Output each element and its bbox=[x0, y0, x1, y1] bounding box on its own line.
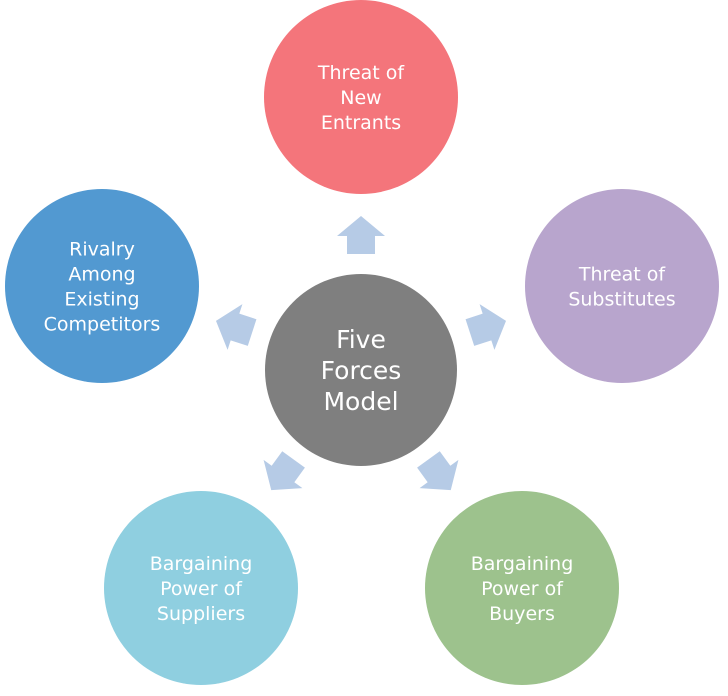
force-label-line: Bargaining bbox=[150, 553, 253, 575]
center-circle bbox=[265, 274, 457, 466]
force-circle bbox=[5, 189, 199, 383]
force-arrow bbox=[417, 451, 459, 491]
force-circle bbox=[425, 491, 619, 685]
center-label-line: Five bbox=[336, 325, 386, 354]
force-arrow bbox=[337, 216, 385, 254]
force-label-line: Threat of bbox=[578, 263, 666, 285]
center-label-line: Forces bbox=[321, 356, 402, 385]
force-label-line: Power of bbox=[160, 578, 243, 600]
force-circle bbox=[264, 0, 458, 194]
force-arrow bbox=[263, 451, 305, 491]
force-node-substitutes: Threat of Substitutes bbox=[525, 189, 719, 383]
force-label-line: Threat of bbox=[317, 62, 405, 84]
force-label-line: New bbox=[340, 87, 381, 109]
force-label-line: Bargaining bbox=[471, 553, 574, 575]
force-label-line: Buyers bbox=[489, 603, 555, 625]
force-label-line: Power of bbox=[481, 578, 564, 600]
force-label-line: Competitors bbox=[44, 313, 161, 335]
arrows-layer bbox=[215, 216, 507, 491]
force-label-line: Substitutes bbox=[568, 288, 675, 310]
force-label-line: Suppliers bbox=[157, 603, 245, 625]
force-arrow bbox=[215, 304, 257, 350]
force-label-line: Among bbox=[68, 263, 135, 285]
force-label-line: Existing bbox=[64, 288, 139, 310]
force-label-line: Entrants bbox=[321, 112, 401, 134]
force-circle bbox=[525, 189, 719, 383]
force-label-line: Rivalry bbox=[69, 238, 135, 260]
force-arrow bbox=[465, 304, 507, 350]
force-circle bbox=[104, 491, 298, 685]
center-label-line: Model bbox=[323, 387, 398, 416]
